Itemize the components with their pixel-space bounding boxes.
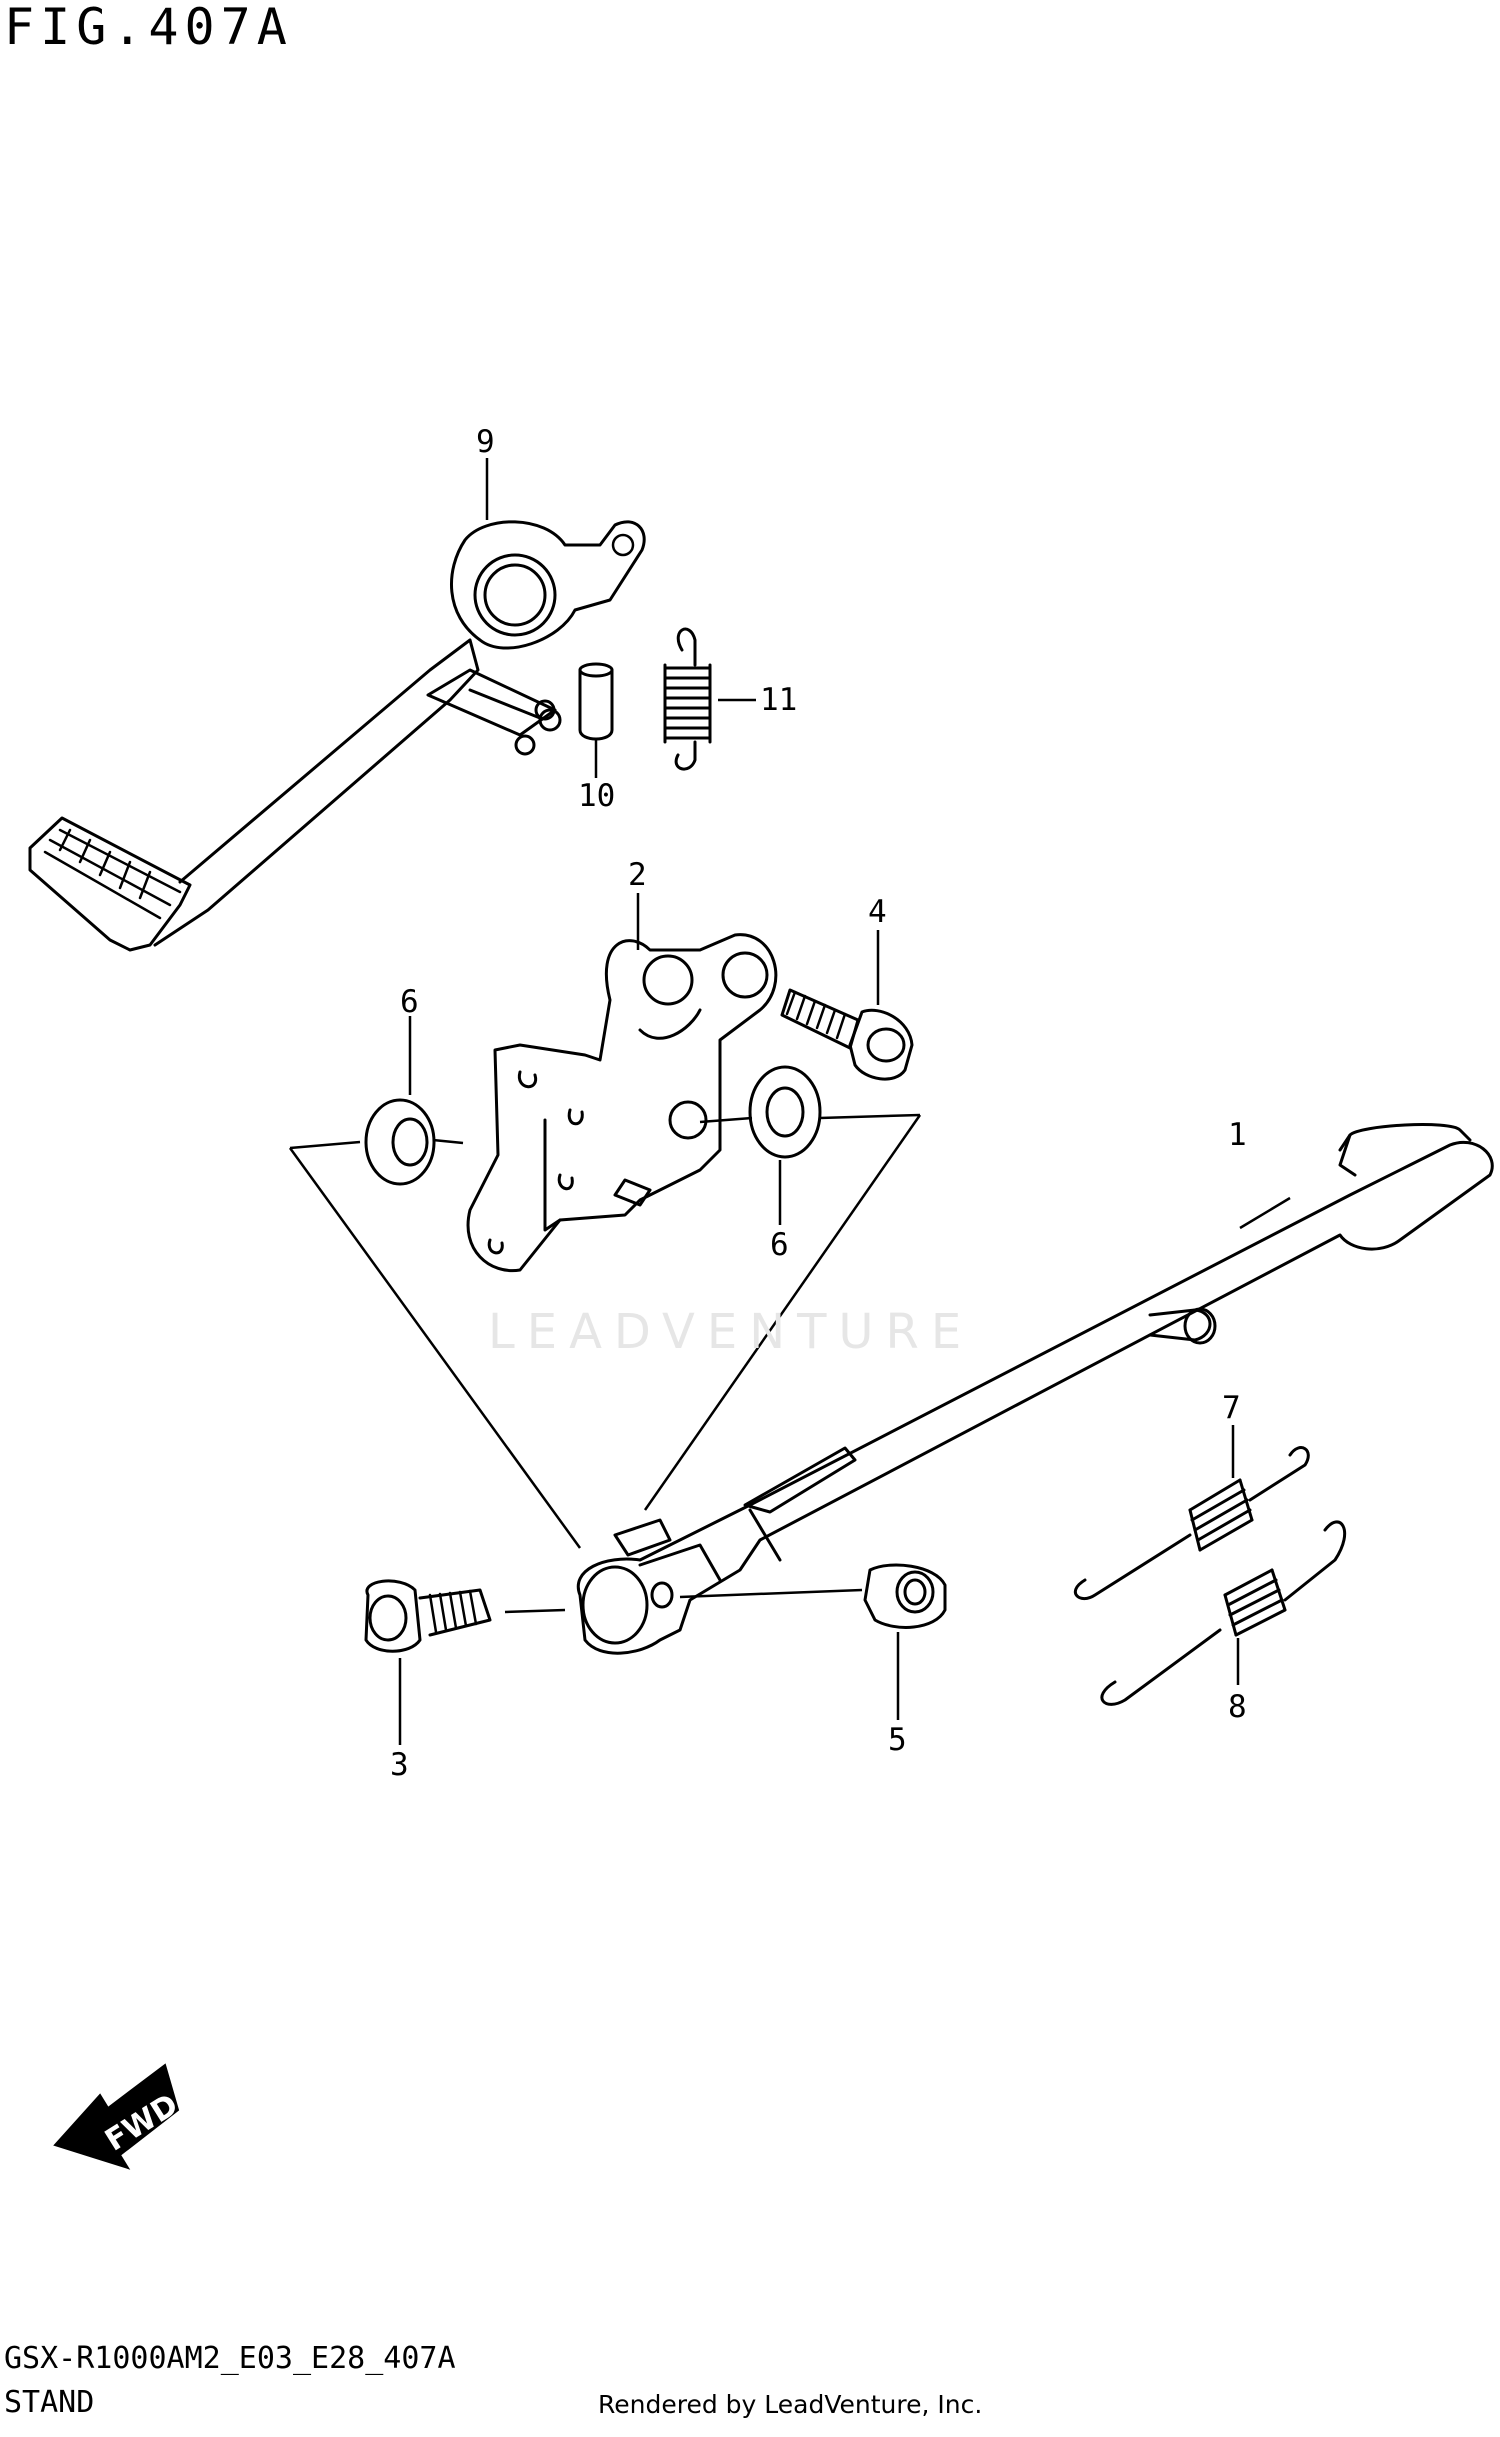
part-6a-washer[interactable]	[364, 1098, 436, 1186]
rendered-by-credit: Rendered by LeadVenture, Inc.	[598, 2390, 983, 2419]
part-2-bracket[interactable]	[466, 933, 778, 1273]
callout-6a: 6	[400, 984, 419, 1020]
callout-11: 11	[760, 682, 797, 718]
callout-9: 9	[476, 424, 495, 460]
assembly-guide-lines	[288, 1113, 922, 1549]
part-6b-washer[interactable]	[748, 1065, 822, 1159]
part-9-brake-pedal[interactable]	[28, 520, 646, 952]
callout-1: 1	[1228, 1117, 1247, 1153]
part-3-bolt[interactable]	[364, 1579, 566, 1653]
callout-6b: 6	[770, 1227, 789, 1263]
callout-3: 3	[390, 1747, 409, 1783]
callout-5: 5	[888, 1722, 907, 1758]
figure-title: FIG.407A	[4, 0, 293, 56]
part-10-pin[interactable]	[578, 662, 614, 741]
callout-10: 10	[578, 778, 615, 814]
callout-7: 7	[1222, 1390, 1241, 1426]
fwd-arrow-icon: FWD	[53, 2063, 184, 2170]
part-4-bolt[interactable]	[780, 988, 914, 1081]
part-8-spring[interactable]	[1100, 1520, 1346, 1706]
section-name: STAND	[4, 2385, 95, 2420]
callout-2: 2	[628, 857, 647, 893]
watermark: LEADVENTURE	[488, 1304, 974, 1360]
callout-4: 4	[868, 894, 887, 930]
model-code: GSX-R1000AM2_E03_E28_407A	[4, 2341, 456, 2376]
part-1-side-stand[interactable]	[576, 1123, 1494, 1655]
part-7-spring[interactable]	[1073, 1446, 1310, 1601]
part-11-spring[interactable]	[663, 627, 712, 771]
part-5-nut[interactable]	[679, 1563, 947, 1629]
callout-8: 8	[1228, 1689, 1247, 1725]
